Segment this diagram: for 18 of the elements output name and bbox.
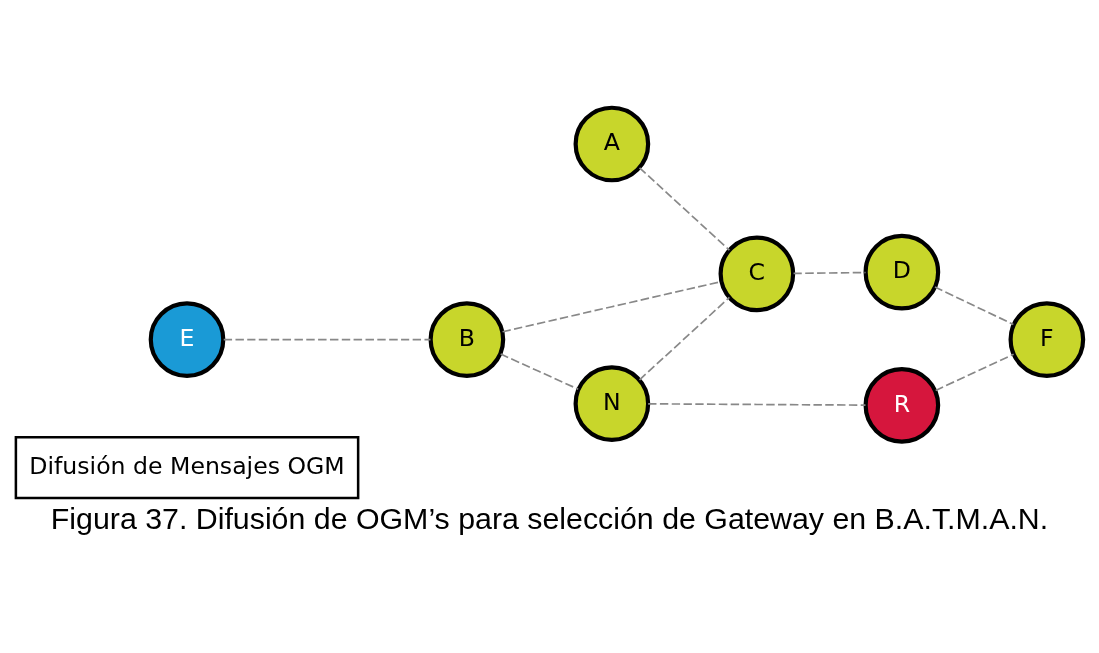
node-circle: E: [148, 301, 226, 378]
connector: [499, 353, 580, 390]
connector: [638, 296, 731, 381]
connector: [934, 353, 1015, 392]
caption: Figura 37. Difusión de OGM’s para selección de Gateway en B.A.T.M.A.N.: [50, 502, 1049, 536]
node-circle: D: [863, 233, 941, 311]
node-circle: C: [718, 235, 796, 313]
connector: [792, 271, 867, 275]
node-circle: B: [428, 301, 506, 378]
connector: [647, 403, 867, 406]
node-circle: R: [863, 366, 941, 444]
node-circle: N: [573, 365, 651, 442]
node-circle: F: [1008, 301, 1086, 378]
connector: [222, 338, 432, 341]
node-circle: A: [573, 105, 651, 183]
node-box: Difusión de Mensajes OGM: [14, 436, 360, 500]
connector: [638, 166, 731, 251]
connector: [934, 286, 1015, 326]
